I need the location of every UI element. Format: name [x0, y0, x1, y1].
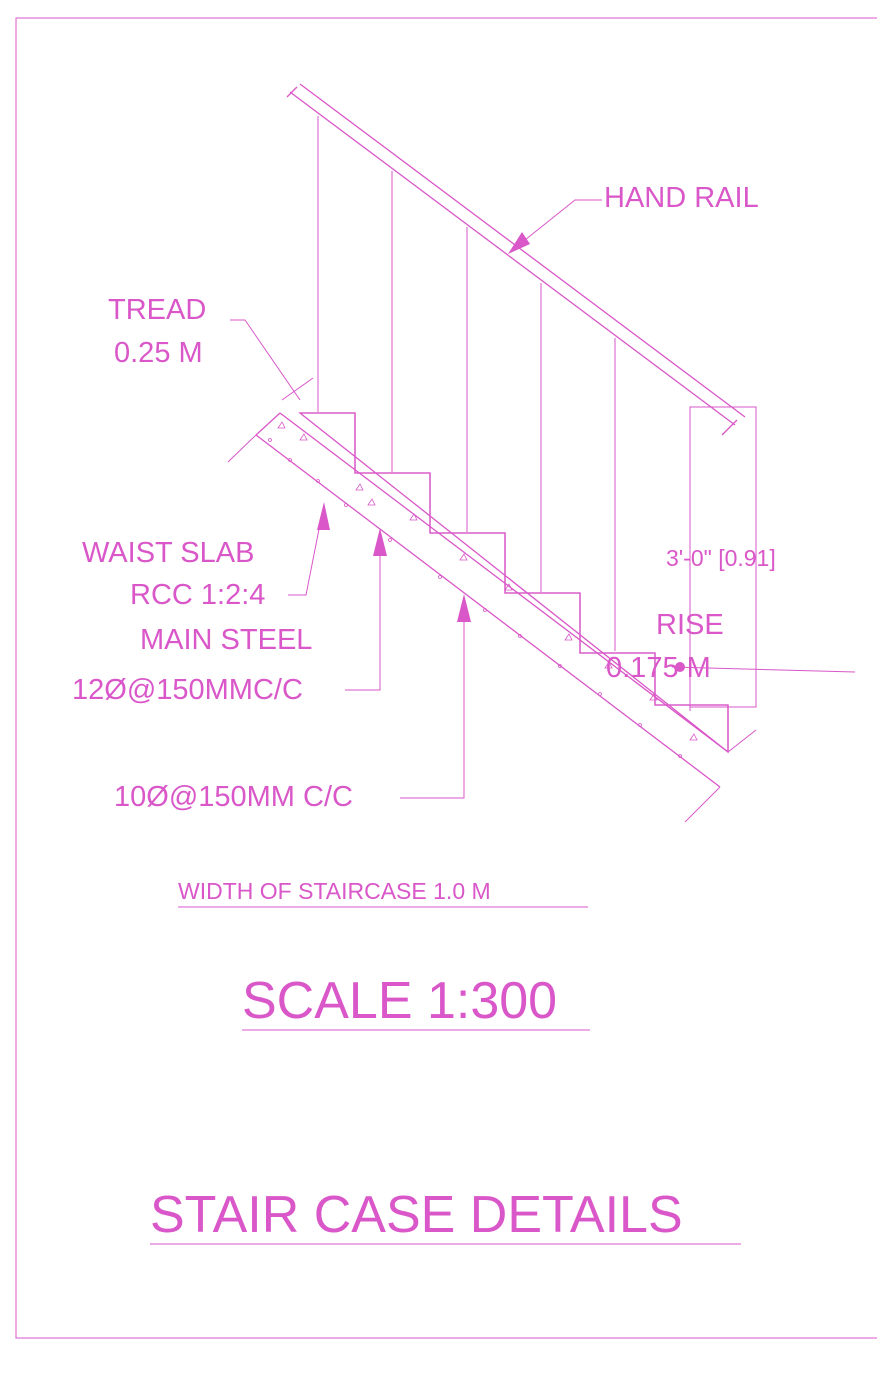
concrete-aggregate — [268, 421, 698, 758]
hand-rail — [286, 83, 746, 436]
main-steel-spec: 12Ø@150MMC/C — [72, 674, 303, 706]
rise-label: RISE — [656, 609, 724, 641]
waist-slab-label: WAIST SLAB — [82, 537, 254, 569]
width-note: WIDTH OF STAIRCASE 1.0 M — [178, 878, 491, 904]
balusters — [317, 116, 757, 711]
hand-rail-label: HAND RAIL — [604, 182, 759, 214]
rise-value: 0.175 M — [606, 652, 711, 684]
tread-value: 0.25 M — [114, 337, 203, 369]
stair-steps — [298, 412, 729, 754]
tread-label: TREAD — [108, 294, 206, 326]
scale-note: SCALE 1:300 — [242, 972, 557, 1030]
distribution-steel-spec: 10Ø@150MM C/C — [114, 781, 353, 813]
drawing-title: STAIR CASE DETAILS — [150, 1186, 683, 1244]
main-steel-label: MAIN STEEL — [140, 624, 312, 656]
waist-slab-mix: RCC 1:2:4 — [130, 579, 265, 611]
height-dimension: 3'-0" [0.91] — [666, 545, 776, 571]
waist-slab — [227, 412, 757, 823]
leader-lines — [230, 199, 856, 799]
sheet-border — [15, 17, 877, 1339]
